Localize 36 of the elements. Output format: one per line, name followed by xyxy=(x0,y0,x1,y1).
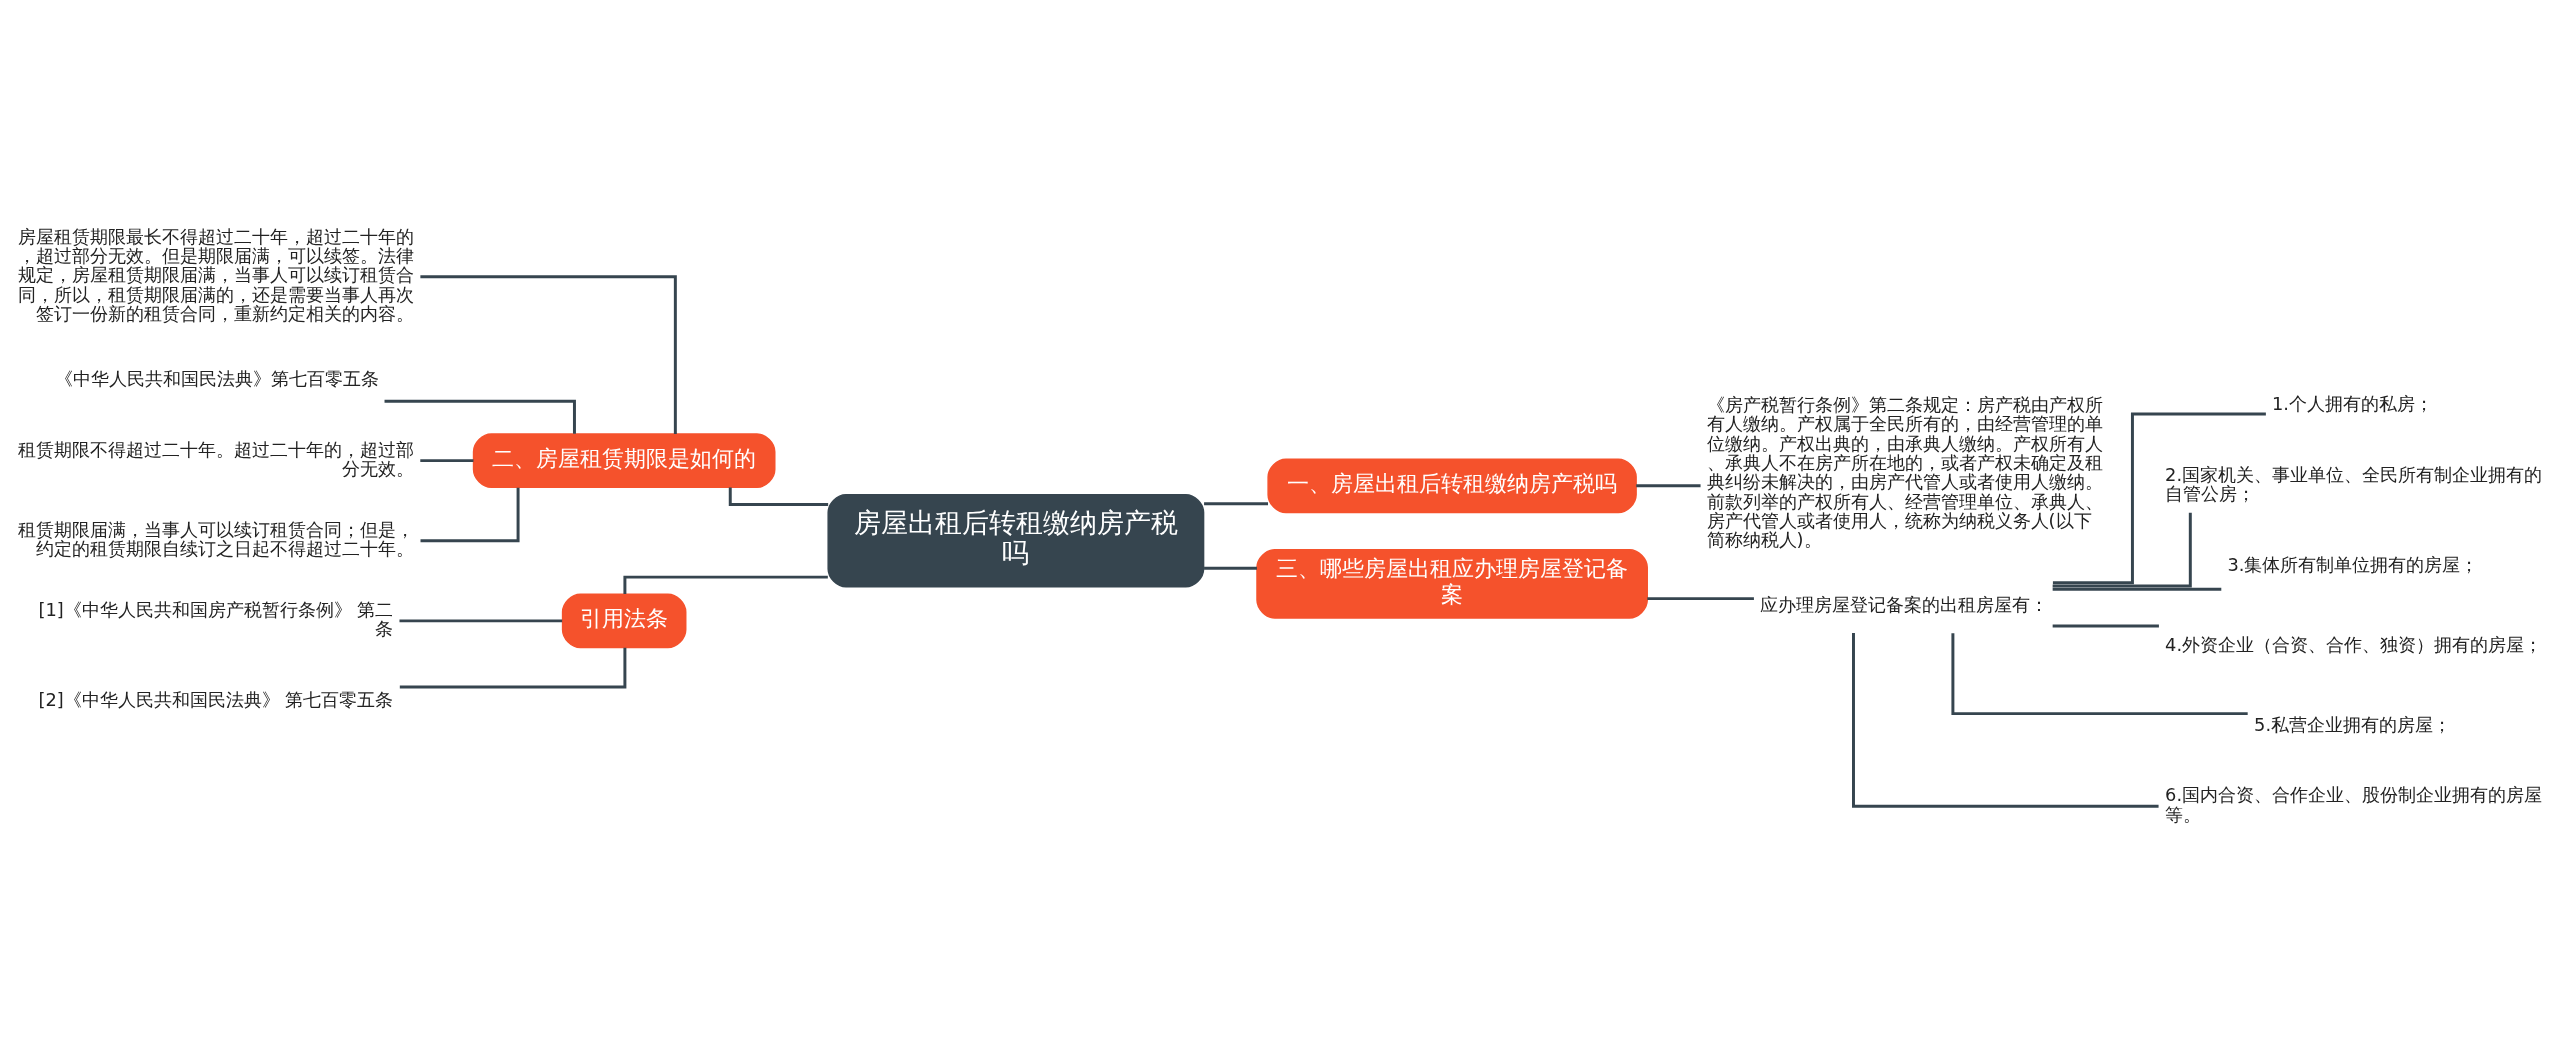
node-text: 租赁期限届满，当事人可以续订租赁合同；但是，约定的租赁期限自续订之日起不得超过二十年。 xyxy=(18,518,415,559)
node-text: [1]《中华人民共和国房产税暂行条例》 第二条 xyxy=(38,598,394,639)
node-text: 《房产税暂行条例》第二条规定：房产税由产权所有人缴纳。产权属于全民所有的，由经营管理的单位缴纳。产权出典的，由承典人缴纳。产权所有人、承典人不在房产所在地的，或者产权未确定及租典纠纷未解决的，由房产代管人或者使用人缴纳。前款列举的产权所有人、经营管理单位、承典人、房产代管人或者使用人，统称为纳税义务人(以下简称纳税人)。 xyxy=(1706,393,2103,550)
connector xyxy=(420,458,474,462)
connector xyxy=(420,487,520,542)
connector xyxy=(1951,632,2248,715)
connector xyxy=(2052,587,2222,591)
connector xyxy=(1204,566,1257,570)
connector xyxy=(1852,632,2159,808)
connector xyxy=(623,575,828,594)
node-text: [2]《中华人民共和国民法典》 第七百零五条 xyxy=(38,688,394,710)
node-box: 房屋出租后转租缴纳房产税吗 xyxy=(827,493,1205,587)
node-text: 1.个人拥有的私房； xyxy=(2271,392,2433,414)
connector xyxy=(1636,483,1701,487)
connector xyxy=(728,487,829,506)
connector xyxy=(2052,411,2266,584)
node-text: 6.国内合资、合作企业、股份制企业拥有的房屋等。 xyxy=(2165,783,2543,825)
node-text: 5.私营企业拥有的房屋； xyxy=(2254,713,2452,735)
connector xyxy=(399,647,627,688)
node-text: 租赁期限不得超过二十年。超过二十年的，超过部分无效。 xyxy=(18,438,415,479)
node-text: 4.外资企业（合资、合作、独资）拥有的房屋； xyxy=(2165,633,2543,655)
connector xyxy=(2052,624,2159,628)
node-box: 三、哪些房屋出租应办理房屋登记备案 xyxy=(1256,548,1648,619)
connector xyxy=(2052,512,2192,587)
node-box: 引用法条 xyxy=(561,592,687,648)
node-box: 一、房屋出租后转租缴纳房产税吗 xyxy=(1267,457,1637,513)
connector xyxy=(1204,501,1269,505)
node-text: 《中华人民共和国民法典》第七百零五条 xyxy=(54,367,379,389)
connector xyxy=(1647,596,1754,600)
node-text: 2.国家机关、事业单位、全民所有制企业拥有的自管公房； xyxy=(2165,463,2543,504)
connector xyxy=(420,274,677,434)
node-text: 3.集体所有制单位拥有的房屋； xyxy=(2227,553,2479,575)
connector xyxy=(399,618,563,622)
node-text: 房屋租赁期限最长不得超过二十年，超过二十年的，超过部分无效。但是期限届满，可以续签。法律规定，房屋租赁期限届满，当事人可以续订租赁合同，所以，租赁期限届满的，还是需要当事人再次签订一份新的租赁合同，重新约定相关的内容。 xyxy=(18,225,415,324)
node-text: 应办理房屋登记备案的出租房屋有： xyxy=(1760,593,2049,615)
node-box: 二、房屋租赁期限是如何的 xyxy=(472,432,776,488)
